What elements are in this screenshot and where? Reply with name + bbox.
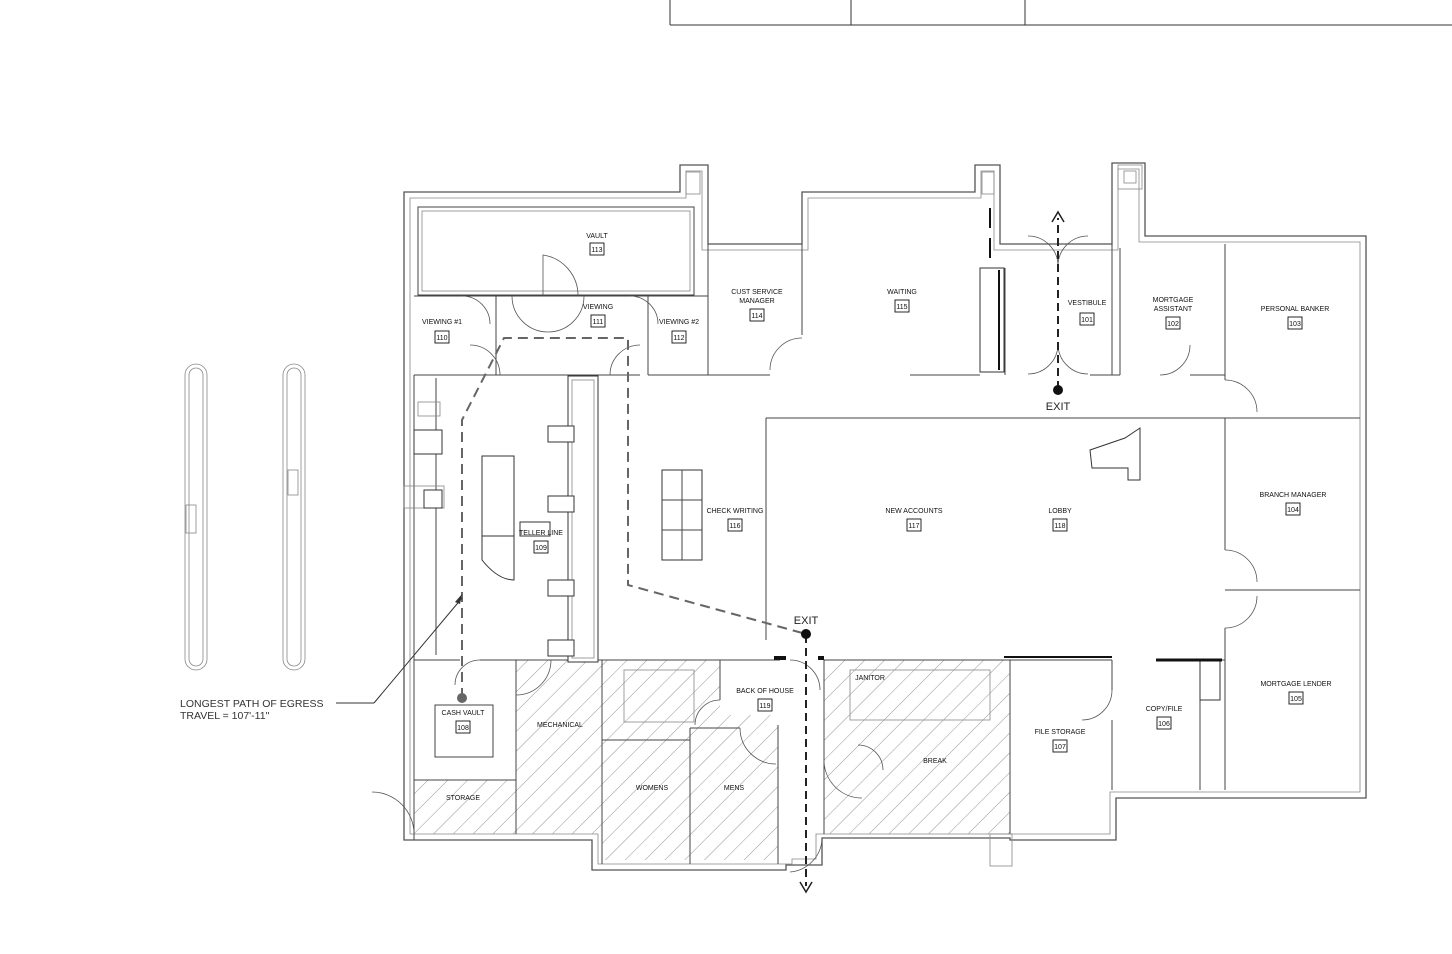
room-number-cash-vault: 108 [457,725,469,732]
bike-racks [184,363,306,671]
exit-label-south: EXIT [794,615,819,627]
room-name-branch-manager: BRANCH MANAGER [1260,492,1327,499]
lobby-kiosk [1089,427,1141,481]
room-name-janitor: JANITOR [855,675,885,682]
room-number-check-writing: 116 [729,523,740,530]
doors [371,235,1258,873]
room-name-vestibule: VESTIBULE [1068,300,1107,307]
room-number-lobby: 118 [1054,523,1065,530]
room-name-cash-vault: CASH VAULT [442,710,486,717]
partition [774,208,1222,701]
room-name-new-accounts: NEW ACCOUNTS [885,508,943,515]
exit-marker-south [801,629,811,639]
room-name-teller-line: TELLER LINE [519,530,563,537]
room-number-vestibule: 101 [1081,317,1093,324]
exit-routes [799,210,1065,894]
room-number-viewing-2: 112 [673,335,684,342]
room-name-mens: MENS [724,785,745,792]
room-number-branch-manager: 104 [1287,507,1299,514]
room-name-vault: VAULT [586,233,608,240]
room-name-mechanical: MECHANICAL [537,722,583,729]
room-name-break: BREAK [923,758,947,765]
room-name-back-of-house: BACK OF HOUSE [736,688,794,695]
room-name-file-storage: FILE STORAGE [1035,729,1086,736]
egress-path [336,337,807,704]
room-number-vault: 113 [591,247,602,254]
room-name-check-writing: CHECK WRITING [707,508,764,515]
room-number-mortgage-assistant: 102 [1167,321,1179,328]
room-name-viewing: VIEWING [583,304,613,311]
exit-marker-north [1053,385,1063,395]
room-number-back-of-house: 119 [759,703,770,710]
room-number-teller-line: 109 [535,545,547,552]
room-name-viewing-1: VIEWING #1 [422,319,462,326]
room-name-storage: STORAGE [446,795,480,802]
exit-label-north: EXIT [1046,401,1071,413]
room-name-mortgage-lender: MORTGAGE LENDER [1260,681,1331,688]
title-block [669,0,1452,26]
room-number-copy-file: 106 [1158,721,1170,728]
room-name-viewing-2: VIEWING #2 [659,319,699,326]
hatched-areas [414,660,1010,860]
room-name-personal-banker: PERSONAL BANKER [1261,306,1330,313]
check-writing-desk [661,469,703,561]
room-name-waiting: WAITING [887,289,917,296]
room-number-mortgage-lender: 105 [1290,696,1302,703]
egress-note-line2: TRAVEL = 107'-11" [180,710,270,722]
room-number-new-accounts: 117 [908,523,919,530]
room-number-viewing-1: 110 [436,335,447,342]
egress-note-line1: LONGEST PATH OF EGRESS [180,698,324,710]
room-name-lobby: LOBBY [1048,508,1072,515]
room-name-copy-file: COPY/FILE [1146,706,1183,713]
drive-up-equipment [403,401,445,509]
room-number-personal-banker: 103 [1289,321,1301,328]
exterior-walls [403,162,1367,871]
room-labels: VAULT 113 VIEWING 111 VIEWING #1 110 VIE… [422,233,1332,802]
room-number-waiting: 115 [896,304,907,311]
room-number-cust-service-manager: 114 [751,313,762,320]
room-number-file-storage: 107 [1054,744,1066,751]
room-number-viewing: 111 [593,319,604,326]
teller-counters [481,375,599,663]
room-name-womens: WOMENS [636,785,669,792]
room-number-box [589,242,605,256]
